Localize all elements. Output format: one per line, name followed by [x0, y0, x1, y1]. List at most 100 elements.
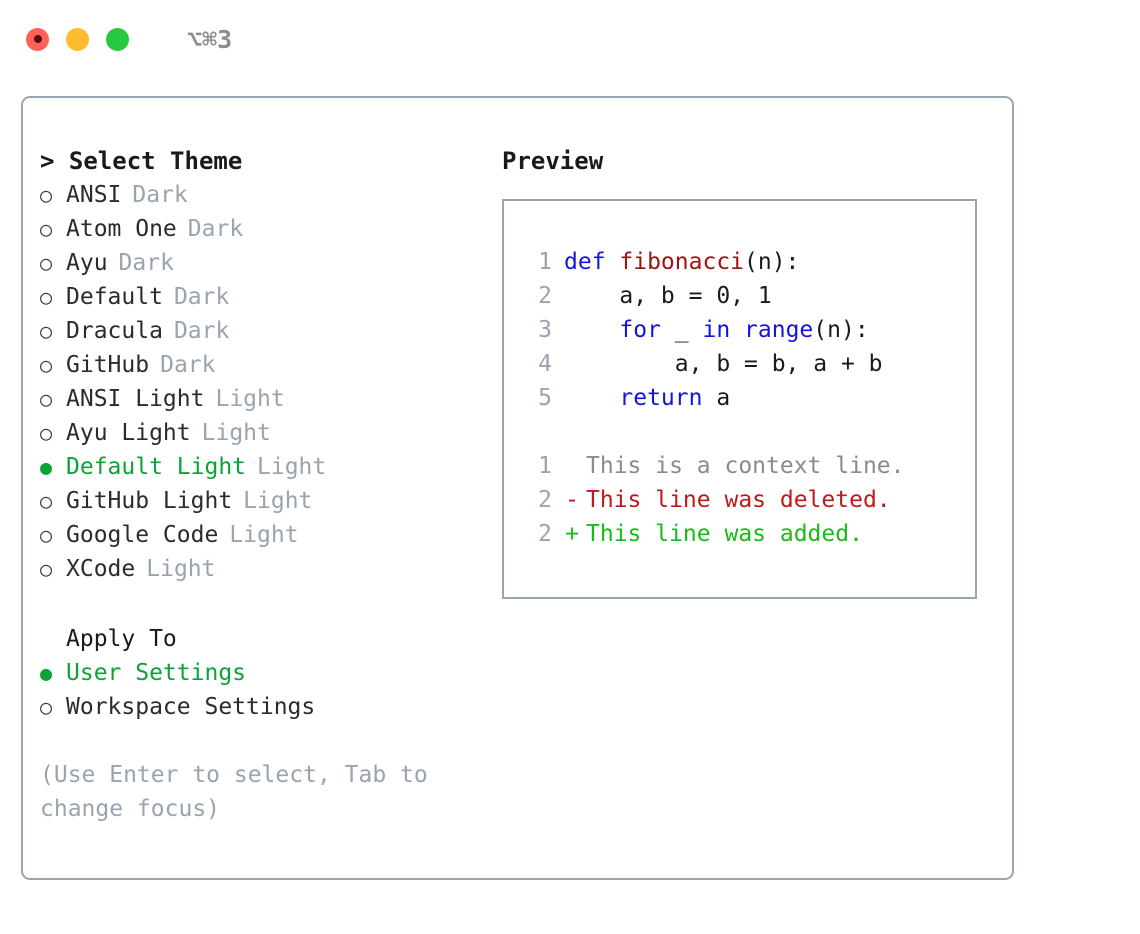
code-line: 4 a, b = b, a + b	[522, 347, 975, 381]
theme-list-item[interactable]: ○ GitHub Light Light	[40, 484, 490, 518]
diff-line: 1 This is a context line.	[522, 449, 975, 483]
theme-list-item[interactable]: ○ ANSI Light Light	[40, 382, 490, 416]
minimize-button-icon[interactable]	[66, 27, 89, 51]
radio-unselected-icon: ○	[40, 183, 53, 207]
theme-category-tag: Dark	[187, 216, 244, 242]
apply-to-item[interactable]: ○ Workspace Settings	[40, 690, 490, 724]
code-token: (n):	[813, 317, 869, 343]
radio-unselected-icon: ○	[40, 285, 53, 309]
diff-line-number: 1	[538, 453, 552, 479]
theme-name-label: Default	[66, 284, 163, 310]
radio-unselected-icon: ○	[40, 353, 53, 377]
code-line-content: def fibonacci(n):	[564, 245, 799, 279]
preview-title: Preview	[502, 147, 604, 175]
code-token	[564, 385, 619, 411]
diff-marker	[564, 449, 580, 483]
theme-list-item[interactable]: ○ Default Dark	[40, 280, 490, 314]
theme-name-label: Default Light	[66, 454, 247, 480]
code-line-content: a, b = b, a + b	[564, 347, 883, 381]
radio-unselected-icon: ○	[40, 217, 53, 241]
code-token: fibonacci	[619, 249, 745, 275]
code-line-number: 3	[538, 317, 552, 343]
code-line-content: for _ in range(n):	[564, 313, 869, 347]
code-line-number: 4	[538, 351, 552, 377]
code-line-number: 1	[538, 249, 552, 275]
theme-category-tag: Light	[215, 386, 285, 412]
theme-name-label: XCode	[66, 556, 136, 582]
theme-list-item[interactable]: ○ GitHub Dark	[40, 348, 490, 382]
code-diff-spacer	[522, 415, 975, 449]
diff-marker: +	[565, 521, 579, 547]
apply-to-list: ● User Settings ○ Workspace Settings	[40, 656, 490, 724]
code-token: range	[744, 317, 814, 343]
code-token: a, b = b, a + b	[564, 351, 883, 377]
theme-list-item[interactable]: ○ Google Code Light	[40, 518, 490, 552]
radio-unselected-icon: ○	[40, 387, 53, 411]
theme-name-label: ANSI Light	[66, 386, 205, 412]
theme-name-label: Ayu Light	[66, 420, 191, 446]
theme-name-label: Google Code	[66, 522, 219, 548]
radio-unselected-icon: ○	[40, 523, 53, 547]
recording-dot-icon	[33, 35, 42, 43]
keyboard-shortcut-label: ⌥⌘3	[187, 24, 233, 54]
code-line: 2 a, b = 0, 1	[522, 279, 975, 313]
code-line: 1 def fibonacci(n):	[522, 245, 975, 279]
radio-unselected-icon: ○	[40, 489, 53, 513]
diff-marker: -	[565, 487, 579, 513]
apply-to-item[interactable]: ● User Settings	[40, 656, 490, 690]
code-token: for	[619, 317, 661, 343]
theme-category-tag: Light	[229, 522, 299, 548]
code-token: _	[660, 317, 703, 343]
window-controls	[26, 27, 129, 51]
prompt-caret: >	[40, 147, 69, 175]
theme-name-label: GitHub	[66, 352, 150, 378]
zoom-button-icon[interactable]	[106, 27, 129, 51]
radio-selected-icon: ●	[40, 455, 53, 479]
section-spacer	[40, 586, 490, 622]
radio-selected-icon: ●	[40, 661, 53, 685]
code-token: return	[619, 385, 703, 411]
diff-line-number: 2	[538, 521, 552, 547]
theme-name-label: Atom One	[66, 216, 177, 242]
close-button-icon[interactable]	[26, 27, 49, 51]
diff-line: 2-This line was deleted.	[522, 483, 975, 517]
diff-line-content: This is a context line.	[586, 453, 905, 479]
code-token: a	[702, 385, 731, 411]
apply-to-title: Apply To	[66, 626, 177, 652]
code-line-number: 2	[538, 283, 552, 309]
page-title-label: Select Theme	[68, 147, 243, 175]
radio-unselected-icon: ○	[40, 251, 53, 275]
theme-list-item[interactable]: ○ Atom One Dark	[40, 212, 490, 246]
diff-line-content: This line was added.	[586, 521, 863, 547]
code-line: 5 return a	[522, 381, 975, 415]
radio-unselected-icon: ○	[40, 319, 53, 343]
theme-category-tag: Light	[146, 556, 216, 582]
diff-sample: 1 This is a context line.2-This line was…	[522, 449, 975, 551]
theme-name-label: GitHub Light	[66, 488, 233, 514]
code-token: in	[702, 317, 731, 343]
title-bar: ⌥⌘3	[0, 0, 1140, 78]
radio-unselected-icon: ○	[40, 695, 53, 719]
theme-category-tag: Light	[243, 488, 313, 514]
code-token: (n):	[744, 249, 800, 275]
apply-to-label: Workspace Settings	[66, 694, 316, 720]
code-token: a, b = 0, 1	[564, 283, 772, 309]
theme-category-tag: Dark	[160, 352, 216, 378]
theme-category-tag: Dark	[118, 250, 174, 276]
apply-to-label: User Settings	[66, 660, 247, 686]
diff-line-content: This line was deleted.	[586, 487, 891, 513]
code-line-number: 5	[538, 385, 552, 411]
code-line: 3 for _ in range(n):	[522, 313, 975, 347]
theme-category-tag: Dark	[173, 284, 230, 310]
